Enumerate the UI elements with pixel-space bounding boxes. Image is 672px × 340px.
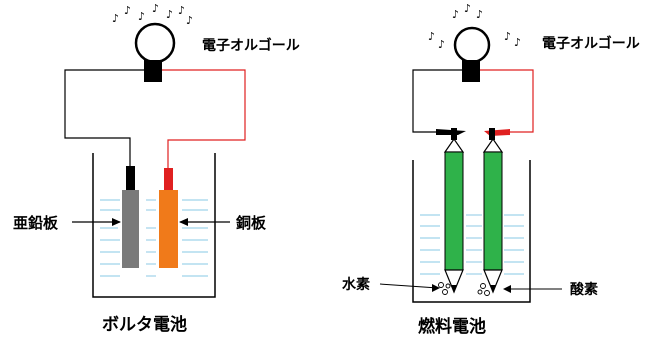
cathode-label: 銅板 [236,214,267,232]
oxygen-arrow [503,285,562,293]
svg-text:♪: ♪ [514,36,521,49]
beaker [92,153,216,298]
water [420,214,524,275]
zinc-electrode [122,166,139,268]
music-box-icon [134,22,176,82]
svg-text:♪: ♪ [504,30,511,43]
anode-arrow [72,218,121,226]
svg-text:♪: ♪ [112,12,119,25]
negative-clip [436,128,466,140]
hydrogen-electrode [443,137,465,294]
device-label: 電子オルゴール [202,37,300,54]
device-label: 電子オルゴール [542,35,640,52]
svg-text:♪: ♪ [186,14,193,27]
fuel-cell-diagram: ♪ ♪ ♪ ♪ ♪ ♪ ♪ 電子オルゴール [342,2,640,337]
oxygen-label: 酸素 [570,281,598,298]
svg-text:♪: ♪ [124,4,131,17]
hydrogen-label: 水素 [342,276,370,293]
fuel-cell-title: 燃料電池 [418,316,486,337]
negative-wire [412,69,462,133]
positive-wire [480,69,534,133]
positive-clip [484,128,510,140]
volta-cell-title: ボルタ電池 [102,314,187,335]
svg-text:♪: ♪ [178,4,185,17]
hydrogen-arrow [379,283,440,292]
positive-wire [162,69,246,175]
svg-text:♪: ♪ [166,8,173,21]
gas-bubbles [438,282,490,296]
svg-text:♪: ♪ [464,2,471,15]
svg-text:♪: ♪ [152,2,159,15]
cathode-arrow [179,218,230,226]
music-box-icon [453,26,491,82]
svg-text:♪: ♪ [452,8,459,21]
svg-text:♪: ♪ [438,38,445,51]
anode-label: 亜鉛板 [13,214,59,232]
copper-electrode [159,168,178,268]
svg-text:♪: ♪ [138,10,145,23]
water [100,199,208,277]
oxygen-electrode [482,137,504,294]
beaker [412,160,531,303]
volta-cell-diagram: ♪ ♪ ♪ ♪ ♪ ♪ ♪ 電子オルゴール [13,2,300,335]
music-notes-icon: ♪ ♪ ♪ ♪ ♪ ♪ ♪ [428,2,521,51]
music-notes-icon: ♪ ♪ ♪ ♪ ♪ ♪ ♪ [112,2,193,27]
svg-text:♪: ♪ [476,8,483,21]
svg-text:♪: ♪ [428,30,435,43]
negative-wire [64,69,144,170]
